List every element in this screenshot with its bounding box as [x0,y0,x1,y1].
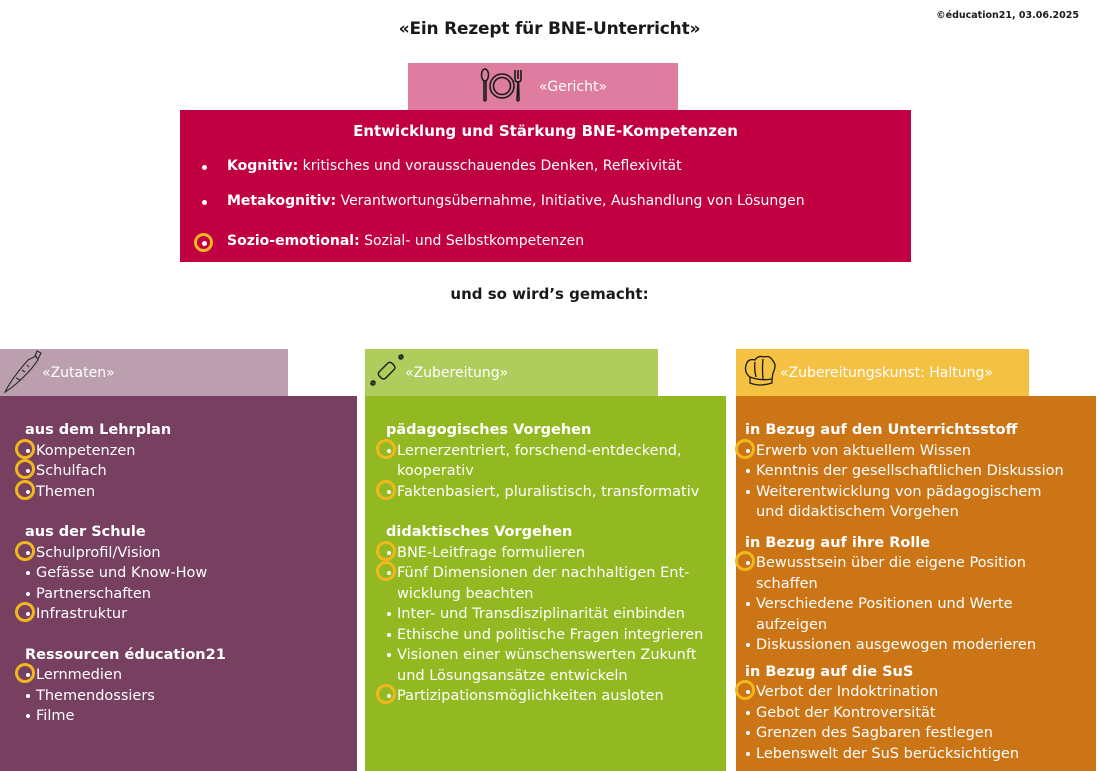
list-item: Kompetenzen [15,438,347,462]
list-item: Grenzen des Sagbaren festlegen [745,723,1086,744]
section-heading: aus der Schule [25,524,146,540]
preparation-tab: «Zubereitung» [365,349,658,396]
list-item: Lebenswelt der SuS berücksichtigen [745,744,1086,765]
list-item: Gebot der Kontroversität [745,703,1086,724]
competency-cognitive: Kognitiv: kritisches und vorausschauende… [227,158,682,174]
bullet-icon [202,241,207,246]
bullet-icon [202,165,207,170]
list-item: Faktenbasiert, pluralistisch, transforma… [376,479,716,503]
highlight-ring-icon [15,602,35,622]
section-heading: aus dem Lehrplan [25,422,172,438]
preparation-tab-label: «Zubereitung» [405,364,509,381]
bullet-icon [202,200,207,205]
list-item: Partnerschaften [25,584,347,605]
preparation-box: pädagogisches Vorgehen Lernerzentriert, … [365,396,726,771]
list-item: Fünf Dimensionen der nachhaltigen Ent-wi… [376,561,716,604]
list-item: Lernmedien [15,663,347,686]
list-item: Kenntnis der gesellschaftlichen Diskussi… [745,461,1086,482]
highlight-ring-icon [735,438,755,459]
list-item: Ethische und politische Fragen integrier… [386,625,716,646]
list-item: Gefässe und Know-How [25,563,347,584]
section-heading: in Bezug auf den Unterrichtsstoff [745,422,1018,438]
highlight-ring-icon [15,540,35,561]
highlight-ring-icon [376,561,396,581]
list-item: Infrastruktur [15,602,347,625]
list-item: Partizipationsmöglichkeiten ausloten [376,684,716,707]
highlight-ring-icon [376,438,396,459]
competency-socio-emotional: Sozio-emotional: Sozial- und Selbstkompe… [227,233,585,249]
plate-cutlery-icon [479,67,525,107]
highlight-ring-icon [15,479,35,500]
highlight-ring-icon [376,540,396,561]
list-item: Verbot der Indoktrination [735,680,1086,703]
list-item: Themendossiers [25,686,347,707]
highlight-ring-icon [15,438,35,459]
section-heading: in Bezug auf die SuS [745,663,914,680]
subtitle: und so wird’s gemacht: [450,285,649,303]
section-heading: didaktisches Vorgehen [386,524,573,540]
art-tab: «Zubereitungskunst: Haltung» [736,349,1029,396]
page-title: «Ein Rezept für BNE-Unterricht» [398,19,701,39]
list-item: Themen [15,479,347,503]
ingredients-box: aus dem Lehrplan Kompetenzen Schulfach T… [0,396,357,771]
list-item: Diskussionen ausgewogen moderieren [745,635,1086,656]
section-heading: Ressourcen éducation21 [25,646,226,663]
list-item: Inter- und Transdisziplinarität einbinde… [386,604,716,625]
dish-competencies-box: Entwicklung und Stärkung BNE-Kompetenzen… [180,110,911,262]
section-heading: in Bezug auf ihre Rolle [745,534,931,551]
list-item: Schulfach [15,459,347,482]
art-tab-label: «Zubereitungskunst: Haltung» [780,364,993,381]
copyright-credit: ©éducation21, 03.06.2025 [936,10,1079,21]
dish-tab-label: «Gericht» [538,78,608,95]
highlight-ring-icon [735,551,755,571]
competency-metacognitive: Metakognitiv: Verantwortungsübernahme, I… [227,193,805,209]
carrot-icon [2,348,44,398]
list-item: Schulprofil/Vision [15,540,347,564]
chef-hat-icon [742,353,778,393]
dish-tab: «Gericht» [408,63,678,110]
art-box: in Bezug auf den Unterrichtsstoff Erwerb… [735,396,1096,771]
highlight-ring-icon [15,459,35,479]
list-item: Lernerzentriert, forschend-entdeckend,ko… [376,438,716,482]
ingredients-tab: «Zutaten» [0,349,288,396]
highlight-ring-icon [15,663,35,683]
list-item: Filme [25,706,347,727]
dish-heading: Entwicklung und Stärkung BNE-Kompetenzen [353,122,738,140]
highlight-ring-icon [194,233,213,252]
highlight-ring-icon [735,680,755,700]
highlight-ring-icon [376,684,396,704]
list-item: Erwerb von aktuellem Wissen [735,438,1086,462]
ingredients-tab-label: «Zutaten» [42,364,115,381]
highlight-ring-icon [376,479,396,500]
list-item: BNE-Leitfrage formulieren [376,540,716,564]
rolling-pin-icon [369,353,405,393]
section-heading: pädagogisches Vorgehen [386,422,592,438]
